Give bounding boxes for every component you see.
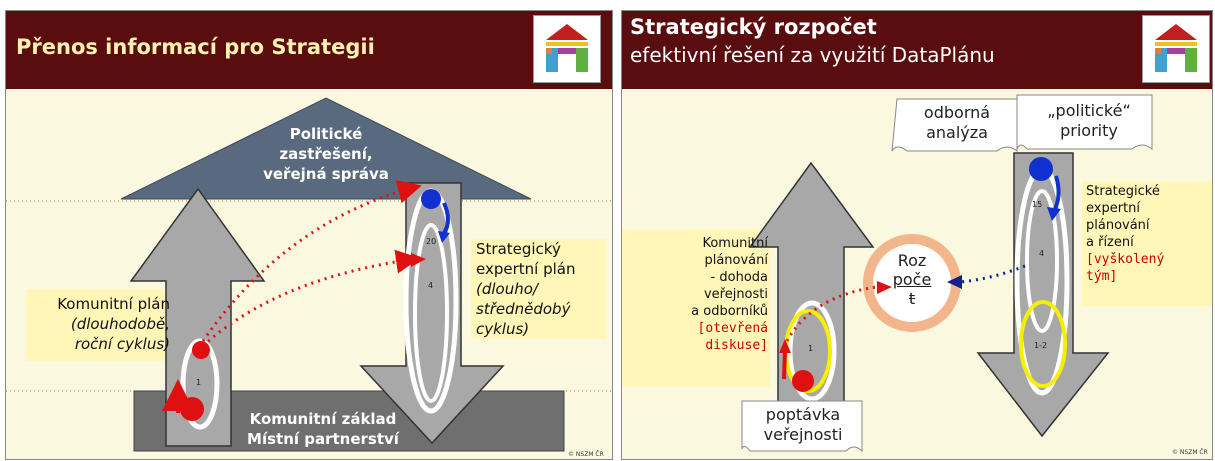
red-arrowhead [877, 281, 892, 294]
loop-right-mid [1025, 189, 1059, 333]
scroll-demand [741, 400, 863, 453]
loop-label: 1 [196, 378, 202, 387]
diagram-graphic [6, 97, 612, 452]
loop-label: 15 [1032, 200, 1043, 209]
scroll-line: „politické“ [1047, 101, 1131, 120]
up-arrow [748, 161, 875, 407]
priorities-label: „politické“ priority [1034, 101, 1144, 141]
caption-line: a řízení [1086, 235, 1134, 250]
caption-line: Komunitní plán [57, 295, 170, 313]
caption-line: střednědobý [476, 300, 571, 318]
caption-line: plánování [704, 253, 768, 268]
caption-line: a odborníků [691, 304, 768, 319]
roof-label-line: Politické [289, 125, 363, 143]
strategic-plan-caption: Strategický expertní plán (dlouho/ střed… [476, 239, 606, 339]
caption-line: (dlouhodobě, [70, 315, 170, 333]
red-dotted-link [785, 285, 878, 342]
highlight-right [471, 239, 606, 339]
loop-label: 4 [1039, 249, 1045, 258]
caption-line: veřejnosti [703, 287, 768, 302]
blue-dot [421, 189, 441, 209]
scroll-line: odborná [923, 103, 991, 122]
loop-label: 4 [428, 281, 434, 290]
roof-label: Politické zastřešení, veřejná správa [231, 124, 421, 184]
budget-label: Roz poče t [884, 251, 940, 308]
logo-icon [1142, 15, 1210, 83]
red-dotted-link-lower [201, 249, 420, 348]
caption-line: Komunitní [702, 236, 768, 251]
budget-line: Roz [897, 251, 927, 270]
copyright: © NSZM ČR [568, 451, 604, 458]
caption-line: roční cyklus) [74, 335, 170, 353]
loop-right-yellow [1019, 300, 1067, 388]
slide-title: Strategický rozpočet [630, 15, 877, 39]
caption-line-red: diskuse] [705, 338, 768, 353]
caption-line: Strategický [476, 240, 561, 258]
caption-line-red: [otevřená [697, 321, 768, 336]
blue-arrowhead [1047, 207, 1061, 221]
highlight-left [622, 229, 770, 387]
caption-line-red: tým] [1086, 269, 1118, 284]
slide-information-transfer: Přenos informací pro Strategii Politické… [5, 10, 613, 460]
loop-label: 1 [808, 344, 814, 353]
slide-title: Přenos informací pro Strategii [16, 35, 375, 59]
blue-dot [1029, 157, 1053, 181]
base-label-line: Místní partnerství [247, 430, 399, 448]
caption-line: plánování [1086, 218, 1150, 233]
diagram-graphic [622, 94, 1212, 453]
blue-arrowhead [438, 231, 450, 243]
slide-header [622, 11, 1212, 89]
red-arrow-up [782, 350, 787, 380]
loop-label: 20 [426, 237, 437, 246]
strategic-planning-caption: Strategické expertní plánování a řízení … [1086, 183, 1212, 285]
highlight-right [1082, 181, 1212, 306]
demand-label: poptávka veřejnosti [750, 405, 856, 445]
scroll-line: analýza [926, 123, 988, 142]
down-arrow [359, 182, 505, 445]
slide-strategic-budget: Strategický rozpočet efektivní řešení za… [621, 10, 1213, 460]
scroll-priorities [1016, 94, 1153, 151]
red-dotted-link-upper [201, 179, 422, 342]
down-arrow [976, 152, 1110, 438]
loop-label: 1-2 [1034, 341, 1048, 350]
community-plan-caption: Komunitní plán (dlouhodobě, roční cyklus… [28, 294, 170, 354]
logo-icon [533, 15, 601, 83]
loop-right-inner [413, 223, 449, 403]
blue-arrow-down [442, 202, 450, 235]
scroll-analysis [891, 98, 1018, 153]
community-planning-caption: Komunitní plánování - dohoda veřejnosti … [626, 235, 768, 354]
up-arrow [129, 187, 266, 447]
budget-line: poče [892, 270, 932, 289]
highlight-left [26, 289, 176, 361]
red-dot-bottom [180, 397, 204, 421]
blue-arrowhead-link [947, 275, 962, 289]
red-arrowhead-up [779, 339, 791, 353]
caption-line: cyklus) [476, 320, 530, 338]
base-label: Komunitní základ Místní partnerství [228, 409, 418, 449]
slide-header [6, 11, 612, 89]
caption-line: - dohoda [710, 270, 768, 285]
roof-label-line: veřejná správa [263, 165, 389, 183]
budget-line: t [908, 289, 916, 308]
red-dot [792, 370, 814, 392]
caption-line: expertní plán [476, 260, 576, 278]
scroll-line: poptávka [765, 405, 841, 424]
scroll-line: priority [1060, 121, 1118, 140]
caption-line: Strategické [1086, 184, 1160, 199]
caption-line-red: [vyškolený [1086, 252, 1165, 267]
roof-label-line: zastřešení, [279, 145, 373, 163]
copyright: © NSZM ČR [1172, 449, 1208, 456]
caption-line: (dlouho/ [476, 280, 538, 298]
caption-line: expertní [1086, 201, 1141, 216]
red-arrowhead-mid [411, 253, 426, 267]
red-dot-top [192, 341, 210, 359]
roof-shape [120, 97, 532, 200]
analysis-label: odborná analýza [907, 103, 1007, 143]
slide-subtitle: efektivní řešení za využití DataPlánu [630, 43, 995, 67]
base-label-line: Komunitní základ [249, 410, 397, 428]
scroll-line: veřejnosti [763, 425, 843, 444]
